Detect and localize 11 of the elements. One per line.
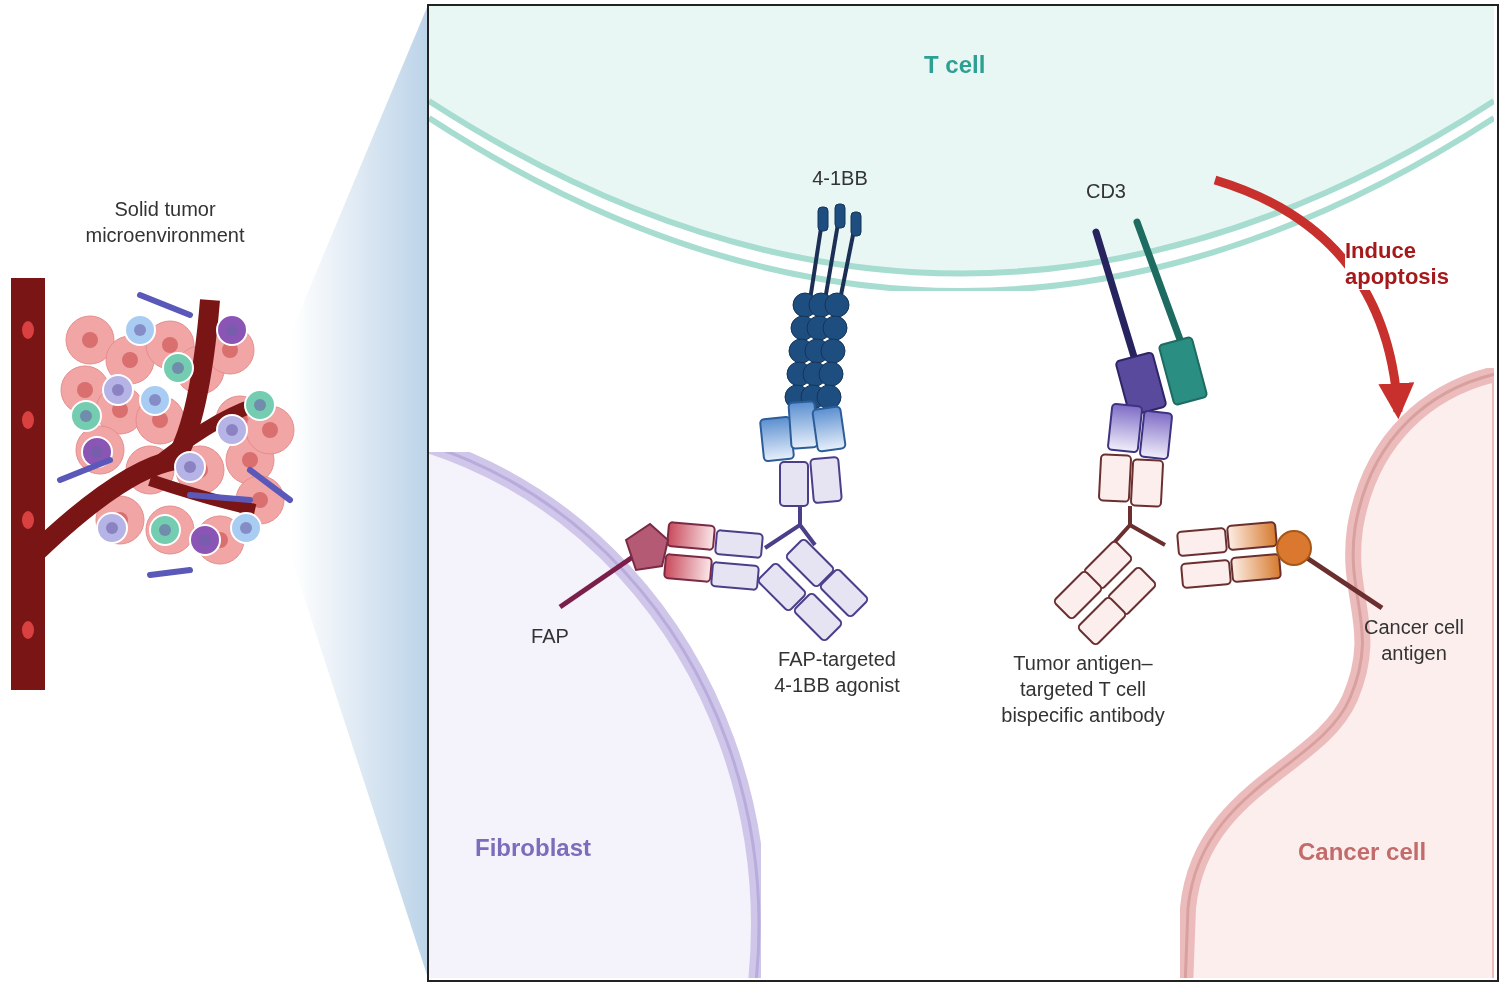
cell-label: T cell	[924, 51, 986, 79]
annotation-label: FAP-targeted 4-1BB agonist	[773, 647, 901, 698]
annotation-label: 4-1BB	[811, 166, 869, 191]
cell-label: Fibroblast	[475, 834, 591, 862]
annotation-label: Solid tumor microenvironment	[84, 197, 246, 248]
cell-label: Cancer cell	[1298, 838, 1427, 866]
annotation-label: CD3	[1085, 179, 1127, 204]
annotation-label: Tumor antigen–targeted T cell bispecific antibody	[1000, 651, 1166, 728]
annotation-label: Cancer cell antigen	[1362, 615, 1465, 666]
arrow	[1213, 175, 1414, 420]
annotation-label: FAP	[530, 624, 570, 649]
